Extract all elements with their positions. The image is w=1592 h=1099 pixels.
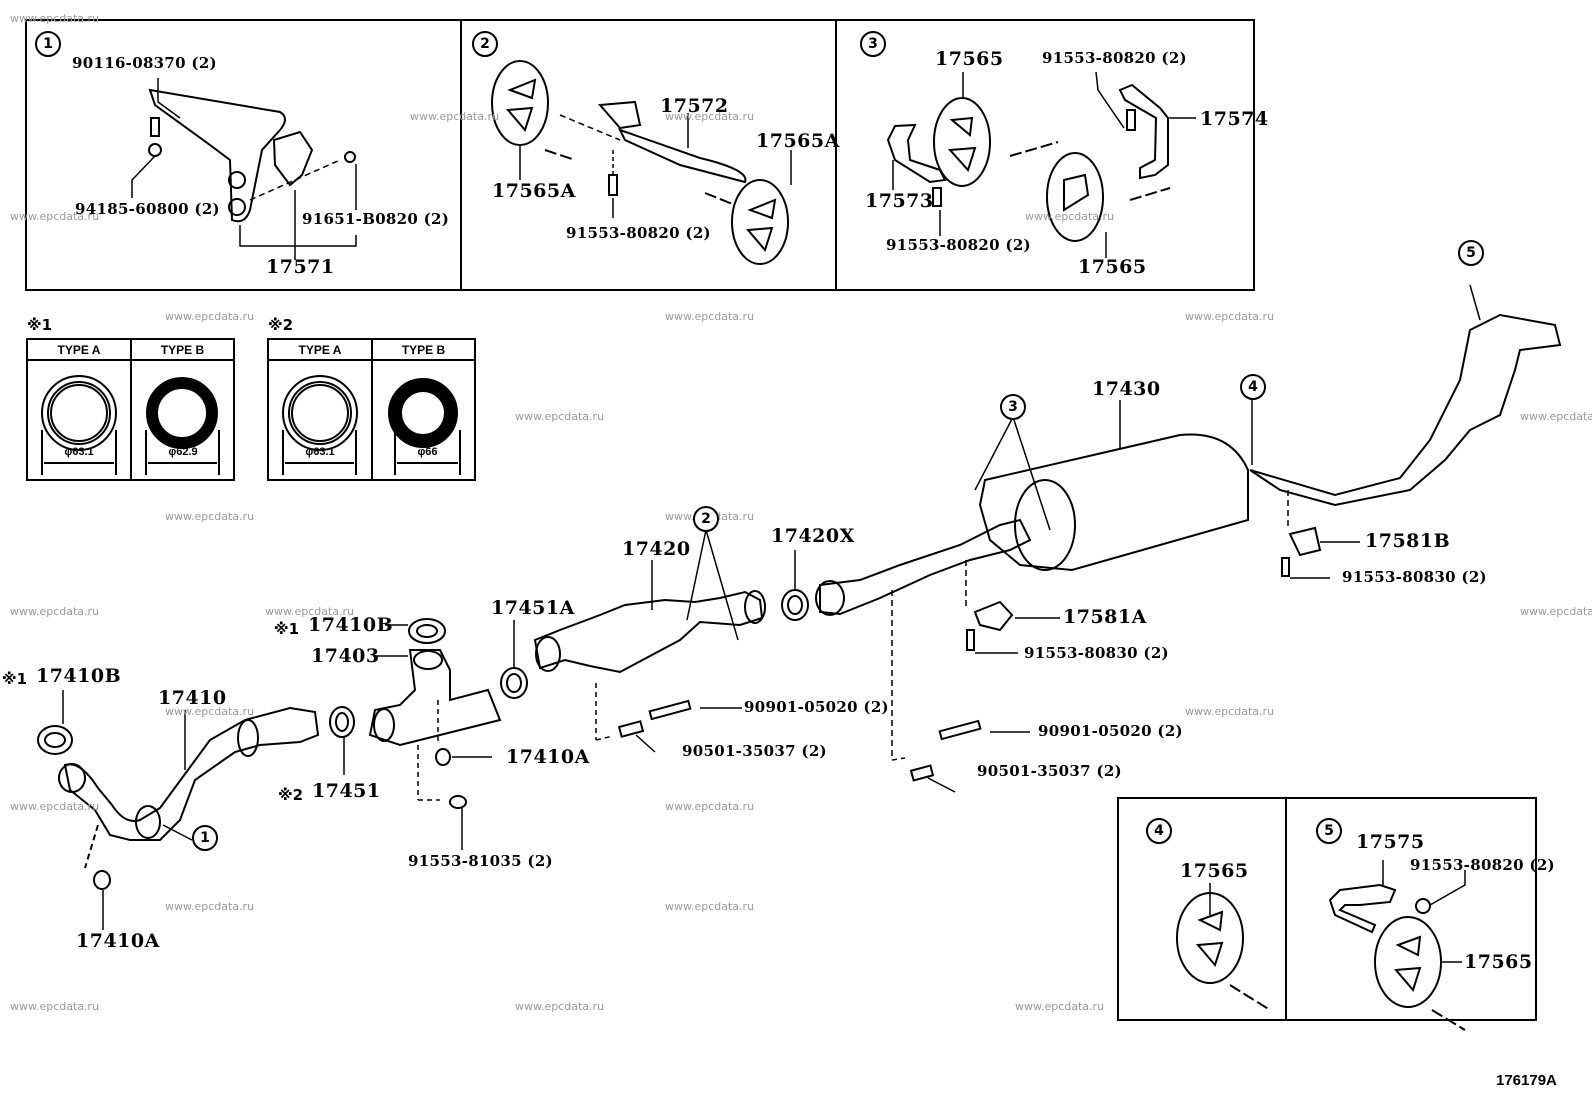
watermark: www.epcdata.ru — [1520, 605, 1592, 618]
part-label[interactable]: 17403 — [311, 645, 380, 667]
note-marker-2: ※2 — [278, 786, 304, 804]
detail-callout-5: 5 — [1316, 818, 1342, 844]
main-callout-2: 2 — [693, 506, 719, 532]
diagram-reference-id: 176179A — [1496, 1072, 1557, 1089]
note-marker-1: ※1 — [274, 620, 300, 638]
part-label[interactable]: 17565A — [756, 130, 840, 152]
part-label[interactable]: 17581A — [1063, 606, 1147, 628]
main-callout-3: 3 — [1000, 394, 1026, 420]
part-label[interactable]: 17451 — [312, 780, 381, 802]
watermark: www.epcdata.ru — [665, 310, 755, 323]
watermark: www.epcdata.ru — [165, 900, 255, 913]
watermark: www.epcdata.ru — [10, 800, 100, 813]
part-label[interactable]: 17410B — [308, 614, 394, 636]
part-label[interactable]: 17410A — [76, 930, 160, 952]
watermark: www.epcdata.ru — [10, 1000, 100, 1013]
part-label[interactable]: 90501-35037 (2) — [977, 762, 1122, 780]
diameter-value: φ63.1 — [305, 446, 335, 458]
part-label[interactable]: 17410B — [36, 665, 122, 687]
part-label[interactable]: 90116-08370 (2) — [72, 54, 217, 72]
part-label[interactable]: 17420X — [771, 525, 855, 547]
part-label[interactable]: 17451A — [491, 597, 575, 619]
part-label[interactable]: 17410 — [158, 687, 227, 709]
diameter-value: φ63.1 — [64, 446, 94, 458]
main-callout-4: 4 — [1240, 374, 1266, 400]
part-label[interactable]: 17565 — [1464, 951, 1533, 973]
table-header-type-b: TYPE B — [401, 343, 446, 357]
part-label[interactable]: 17575 — [1356, 831, 1425, 853]
watermark: www.epcdata.ru — [665, 900, 755, 913]
note-marker-2: ※2 — [268, 316, 294, 334]
detail-box-frames — [25, 19, 1537, 1021]
part-label[interactable]: 17581B — [1365, 530, 1451, 552]
part-label[interactable]: 17572 — [660, 95, 729, 117]
box2-drawing — [491, 60, 792, 265]
table-header-type-b: TYPE B — [160, 343, 205, 357]
watermark: www.epcdata.ru — [410, 110, 500, 123]
watermark: www.epcdata.ru — [165, 510, 255, 523]
part-label[interactable]: 91553-80820 (2) — [886, 236, 1031, 254]
table-header-type-a: TYPE A — [298, 343, 342, 357]
table-header-type-a: TYPE A — [57, 343, 101, 357]
part-label[interactable]: 17565 — [1180, 860, 1249, 882]
watermark: www.epcdata.ru — [165, 705, 255, 718]
watermark: www.epcdata.ru — [665, 800, 755, 813]
gasket-table-1 — [26, 338, 235, 481]
diameter-value: φ66 — [417, 446, 438, 458]
box5-drawing — [1328, 860, 1466, 1031]
watermark: www.epcdata.ru — [165, 310, 255, 323]
part-label[interactable]: 94185-60800 (2) — [75, 200, 220, 218]
part-label[interactable]: 90501-35037 (2) — [682, 742, 827, 760]
watermark: www.epcdata.ru — [665, 110, 755, 123]
top-detail-frame — [25, 19, 1255, 291]
watermark: www.epcdata.ru — [1520, 410, 1592, 423]
part-label[interactable]: 17571 — [266, 256, 335, 278]
part-label[interactable]: 90901-05020 (2) — [744, 698, 889, 716]
part-label[interactable]: 91553-80830 (2) — [1342, 568, 1487, 586]
part-label[interactable]: 17565A — [492, 180, 576, 202]
main-callout-5: 5 — [1458, 240, 1484, 266]
part-label[interactable]: 17573 — [865, 190, 934, 212]
detail-callout-3: 3 — [860, 31, 886, 57]
watermark: www.epcdata.ru — [265, 605, 355, 618]
part-label[interactable]: 91553-80830 (2) — [1024, 644, 1169, 662]
detail-callout-1: 1 — [35, 31, 61, 57]
note-marker-1: ※1 — [27, 316, 53, 334]
detail-callout-4: 4 — [1146, 818, 1172, 844]
watermark: www.epcdata.ru — [10, 605, 100, 618]
bottom-detail-frame — [1117, 797, 1537, 1021]
watermark: www.epcdata.ru — [515, 1000, 605, 1013]
gasket-table-2 — [267, 338, 476, 481]
part-label[interactable]: 91651-B0820 (2) — [302, 210, 450, 228]
box1-bracket-drawing — [131, 78, 357, 260]
part-label[interactable]: 17420 — [622, 538, 691, 560]
watermark: www.epcdata.ru — [1025, 210, 1115, 223]
watermark: www.epcdata.ru — [1015, 1000, 1105, 1013]
watermark: www.epcdata.ru — [515, 410, 605, 423]
part-label[interactable]: 17574 — [1200, 108, 1269, 130]
part-label[interactable]: 91553-80820 (2) — [1410, 856, 1555, 874]
part-label[interactable]: 17410A — [506, 746, 590, 768]
part-label[interactable]: 17565 — [935, 48, 1004, 70]
main-callout-1: 1 — [192, 825, 218, 851]
watermark: www.epcdata.ru — [1185, 310, 1275, 323]
part-label[interactable]: 90901-05020 (2) — [1038, 722, 1183, 740]
main-exhaust-drawing — [37, 284, 1562, 930]
detail-callout-2: 2 — [472, 31, 498, 57]
part-label[interactable]: 17565 — [1078, 256, 1147, 278]
box4-drawing — [1176, 883, 1271, 1011]
part-label[interactable]: 91553-80820 (2) — [1042, 49, 1187, 67]
part-label[interactable]: 91553-81035 (2) — [408, 852, 553, 870]
watermark: www.epcdata.ru — [10, 210, 100, 223]
note-marker-1: ※1 — [2, 670, 28, 688]
watermark: www.epcdata.ru — [1185, 705, 1275, 718]
part-label[interactable]: 17430 — [1092, 378, 1161, 400]
box3-drawing — [886, 71, 1196, 258]
part-label[interactable]: 91553-80820 (2) — [566, 224, 711, 242]
diameter-value: φ62.9 — [168, 446, 198, 458]
watermark: www.epcdata.ru — [10, 12, 100, 25]
